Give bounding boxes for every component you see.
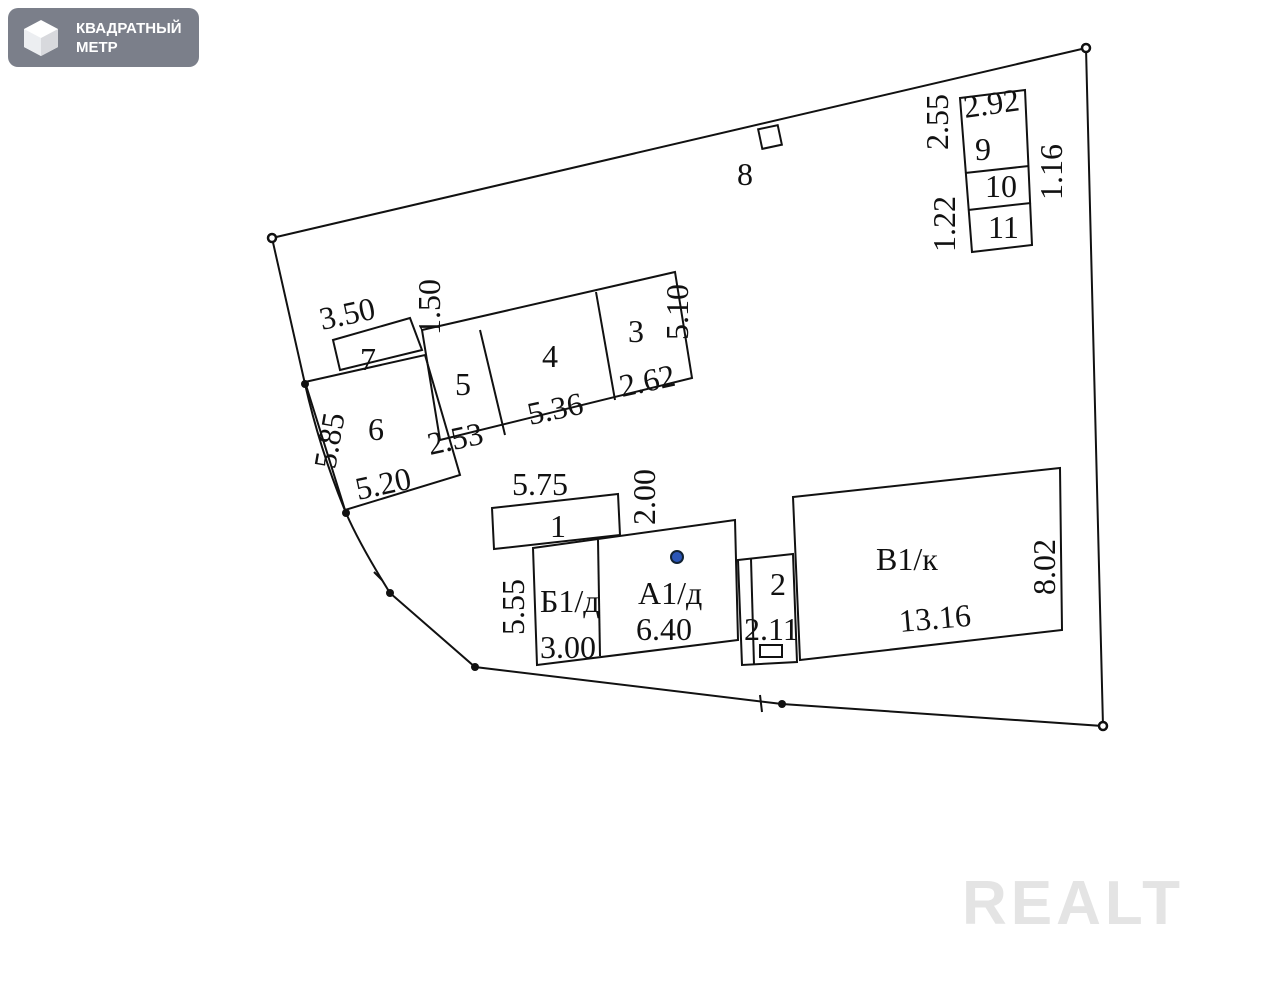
dim: 8.02 [1026,539,1062,595]
room-label: 1 [550,508,566,544]
building-a1-b1 [531,518,740,667]
building-7 [331,316,424,372]
location-marker [670,550,684,564]
building-label: Б1/д [540,583,600,619]
kvadratny-metr-logo: КВАДРАТНЫЙ МЕТР [8,8,199,67]
dim: 5.36 [524,385,586,432]
building-6 [303,353,462,512]
item-8-square [756,123,784,151]
room-label: 2 [770,566,786,602]
room-label: 9 [975,131,991,167]
dim: 2.00 [626,469,662,525]
dim: 5.55 [495,579,531,635]
dim: 1.50 [411,279,447,335]
dim: 1.16 [1033,144,1069,200]
room-label: 5 [455,366,471,402]
building-2 [736,552,799,667]
room-label: 4 [542,338,558,374]
dim: 5.10 [659,284,695,340]
realt-watermark: REALT [962,869,1185,938]
label-8: 8 [737,156,753,192]
room-label: 3 [628,313,644,349]
building-label: А1/д [638,575,702,611]
dim: 13.16 [897,597,972,639]
dim: 6.40 [636,611,692,647]
logo-line2: МЕТР [76,38,118,56]
small-block-9-11 [958,88,1034,254]
building-label: В1/к [876,541,938,577]
room-label: 6 [368,411,384,447]
logo-line1: КВАДРАТНЫЙ [76,19,182,37]
cube-logo-icon [24,19,58,56]
dim: 3.00 [540,629,596,665]
dim: 2.55 [919,94,955,150]
dim: 2.62 [616,357,678,404]
room-label: 11 [988,209,1019,245]
dim: 5.75 [512,466,568,502]
dim: 2.92 [961,81,1021,124]
room-label: 10 [985,168,1017,204]
dim: 2.11 [744,611,799,647]
dim: 1.22 [926,196,962,252]
dim: 2.53 [424,415,486,462]
room-label: 7 [360,341,376,377]
dim: 5.20 [352,460,414,507]
building-v1 [791,466,1064,662]
building-5-4-3 [420,270,694,442]
logo-text: КВАДРАТНЫЙ МЕТР [76,19,182,57]
